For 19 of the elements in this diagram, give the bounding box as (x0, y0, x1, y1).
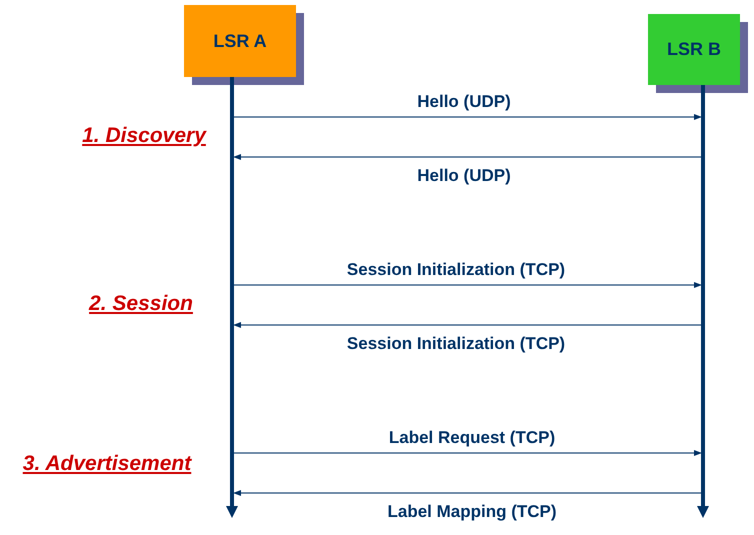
lifeline-box: LSR B (648, 14, 740, 85)
message-label: Session Initialization (TCP) (346, 334, 566, 354)
message-label: Hello (UDP) (417, 92, 511, 112)
message-label: Label Request (TCP) (388, 428, 556, 448)
message-arrow (233, 154, 702, 160)
phase-label: 2. Session (89, 292, 193, 316)
message-arrow (234, 450, 702, 456)
message-label: Label Mapping (TCP) (387, 502, 557, 522)
phase-label: 3. Advertisement (22, 452, 192, 476)
lifeline-box: LSR A (184, 5, 296, 77)
message-label: Hello (UDP) (417, 166, 511, 186)
message-arrow (234, 114, 702, 120)
message-arrow (233, 490, 702, 496)
message-label: Session Initialization (TCP) (346, 260, 566, 280)
message-arrow (234, 282, 702, 288)
lifeline-arrow (697, 85, 709, 518)
lifeline-arrow (226, 77, 238, 518)
message-arrow (233, 322, 702, 328)
phase-label: 1. Discovery (82, 124, 206, 148)
